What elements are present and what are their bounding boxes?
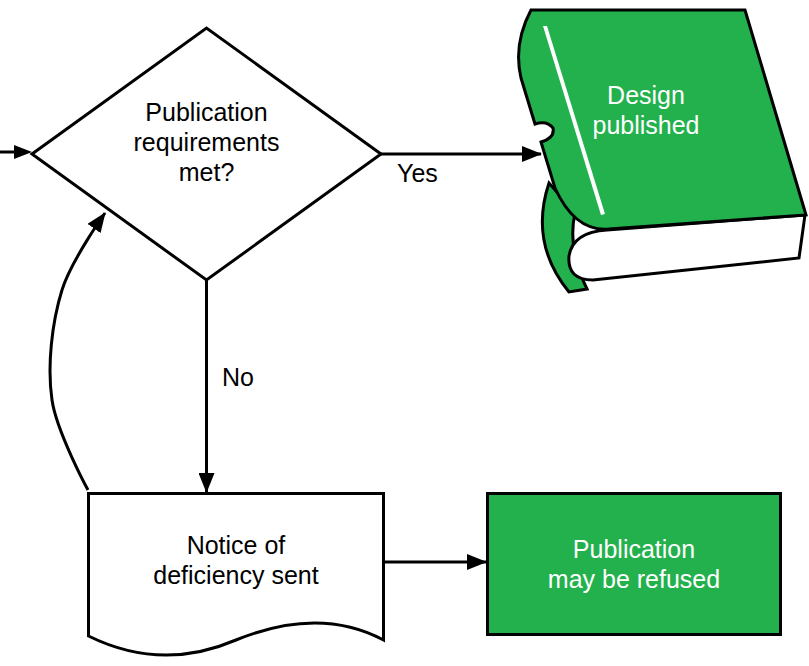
text-box: Notice of deficiency sent	[134, 530, 339, 590]
node-text: Notice of deficiency sent	[134, 530, 339, 590]
document-outline	[89, 494, 384, 656]
text-box: Publication requirements met?	[117, 97, 297, 187]
terminal-box-outline	[486, 492, 782, 636]
flow-arrow	[50, 213, 105, 490]
diamond-outline	[32, 28, 381, 280]
book-shape-outline	[483, 8, 809, 298]
node-text: Design published	[556, 80, 736, 140]
document-shape: Notice of deficiency sent	[87, 492, 385, 666]
incoming-line	[0, 151, 16, 154]
terminal-box: Publication may be refused	[486, 492, 782, 636]
flow-arrow	[385, 561, 486, 564]
book-shape: Design published	[483, 8, 809, 298]
text-box: Publication may be refused	[546, 534, 722, 594]
book-cover	[519, 10, 806, 229]
node-text: Publication requirements met?	[117, 97, 297, 187]
text-box: Design published	[556, 80, 736, 140]
terminal-rect	[488, 494, 781, 635]
edge-label: No	[220, 362, 256, 392]
flow-arrow	[205, 280, 208, 492]
edge-label: Yes	[395, 158, 440, 188]
decision-diamond: Publication requirements met?	[32, 28, 381, 280]
incoming-arrowhead	[14, 145, 32, 159]
node-text: Publication may be refused	[546, 534, 722, 594]
flow-arrow	[381, 153, 541, 156]
